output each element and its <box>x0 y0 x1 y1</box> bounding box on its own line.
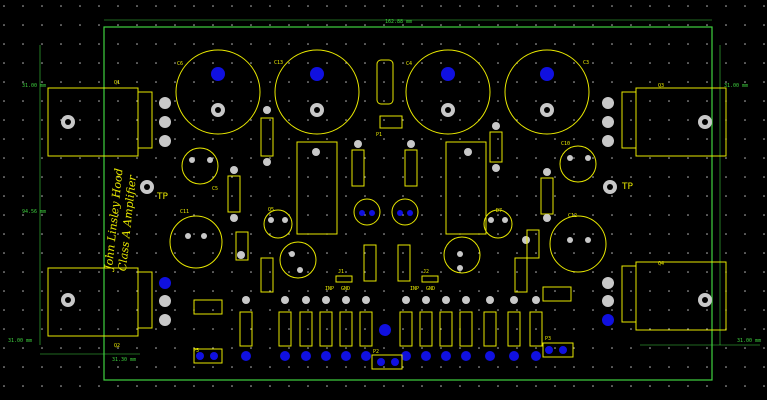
capacitor-c8[interactable] <box>443 236 481 274</box>
transistor-q7[interactable] <box>353 198 381 226</box>
designator: J2 <box>423 269 429 275</box>
capacitor-c11[interactable] <box>169 215 223 269</box>
transistor-q8[interactable] <box>391 198 419 226</box>
designator: Q5 <box>268 207 274 213</box>
capacitor-c6[interactable] <box>175 49 261 135</box>
capacitor-c4[interactable] <box>405 49 491 135</box>
designator: C12 <box>568 213 577 219</box>
connector-group[interactable] <box>193 115 574 370</box>
tp-label-left: TP <box>156 192 168 202</box>
capacitor-c10[interactable] <box>559 145 597 183</box>
inp-label-left: INP <box>325 286 334 292</box>
designator: P5 <box>193 348 199 354</box>
component-block-right[interactable] <box>445 141 487 235</box>
designator: C10 <box>561 141 570 147</box>
designator: Q1 <box>114 80 120 86</box>
designator: P3 <box>545 336 551 342</box>
dim-left-top: 31.00 mm <box>22 83 46 89</box>
height-dimension: 94.56 mm <box>22 209 46 215</box>
designator: Q3 <box>658 83 664 89</box>
width-dimension: 162.88 mm <box>385 19 412 25</box>
capacitor-c9[interactable] <box>279 241 317 279</box>
resistor-group[interactable] <box>227 117 554 347</box>
pad-group <box>159 97 614 326</box>
transistor-q4[interactable] <box>621 261 727 331</box>
dim-left-bottom: 31.00 mm <box>8 338 32 344</box>
designator: Q2 <box>114 343 120 349</box>
designator: C11 <box>180 209 189 215</box>
gnd-label-left: GND <box>341 286 350 292</box>
gnd-label-right: GND <box>426 286 435 292</box>
designator: P1 <box>376 132 382 138</box>
transistor-q1[interactable] <box>47 87 153 157</box>
capacitor-c13[interactable] <box>274 49 360 135</box>
transistor-q3[interactable] <box>621 87 727 157</box>
transistor-q2[interactable] <box>47 267 153 337</box>
designator: C13 <box>274 60 283 66</box>
dim-right-top: 31.00 mm <box>724 83 748 89</box>
designator: C6 <box>177 61 183 67</box>
designator: C4 <box>406 61 412 67</box>
board-outline <box>103 26 713 381</box>
designator: D7 <box>496 208 502 214</box>
via-group <box>211 67 554 117</box>
designator: J1 <box>338 269 344 275</box>
capacitor-c5[interactable] <box>181 147 219 185</box>
designator: C3 <box>583 60 589 66</box>
dim-bottom-left: 31.30 mm <box>112 357 136 363</box>
designator: Q4 <box>658 261 664 267</box>
inp-label-right: INP <box>410 286 419 292</box>
capacitor-c3[interactable] <box>504 49 590 135</box>
designator: C5 <box>212 186 218 192</box>
tp-label-right: TP <box>621 182 633 192</box>
capacitor-c12[interactable] <box>549 215 607 273</box>
capacitor-small-top[interactable] <box>376 59 394 105</box>
transistor-q6[interactable] <box>483 209 513 239</box>
component-block-left[interactable] <box>296 141 338 235</box>
dim-right-bottom: 31.00 mm <box>737 338 761 344</box>
designator: P2 <box>373 349 379 355</box>
transistor-q5[interactable] <box>263 209 293 239</box>
